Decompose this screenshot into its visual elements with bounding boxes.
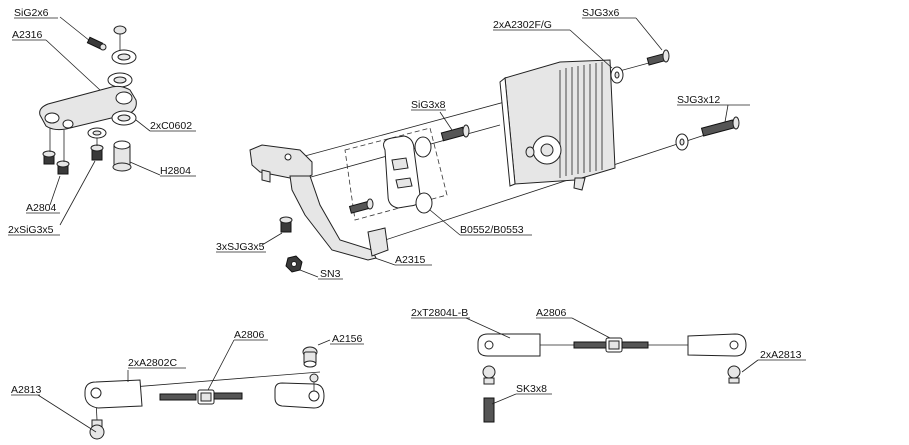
threaded-rod-right-a bbox=[573, 341, 607, 349]
turnbuckle-a2806-right bbox=[605, 337, 623, 353]
bracket-a2315 bbox=[249, 144, 389, 261]
label-sjg3x5-3: 3xSJG3x5 bbox=[216, 241, 265, 253]
insert-dashed-box bbox=[344, 127, 448, 221]
arm-a2316 bbox=[39, 85, 137, 131]
linkage-left-group: A2813 2xA2802C A2806 A2156 bbox=[11, 329, 364, 440]
screws-sig3x5 bbox=[42, 144, 104, 175]
label-a2802c: 2xA2802C bbox=[128, 357, 177, 369]
linkage-right-group: 2xT2804L-B SK3x8 A2806 2xA2 bbox=[411, 307, 806, 423]
turnbuckle-a2806-left bbox=[197, 389, 215, 405]
label-sk3x8: SK3x8 bbox=[516, 383, 547, 395]
nut-sn3 bbox=[285, 255, 303, 273]
label-c0602: 2xC0602 bbox=[150, 120, 192, 132]
label-b0552: B0552/B0553 bbox=[460, 224, 524, 236]
label-a2302fg: 2xA2302F/G bbox=[493, 19, 552, 31]
screw-sk3x8 bbox=[483, 397, 495, 423]
screw-insert bbox=[348, 198, 374, 214]
threaded-rod-left-b bbox=[213, 392, 243, 400]
label-sn3: SN3 bbox=[320, 268, 341, 280]
servo-body bbox=[499, 59, 616, 191]
screw-sjg3x6 bbox=[646, 49, 670, 66]
servo-mount-group: 2xA2302F/G SJG3x6 SJG3x12 SiG3x8 bbox=[216, 7, 750, 280]
ball-a2156 bbox=[302, 346, 318, 368]
threaded-rod-left-a bbox=[159, 393, 197, 401]
label-sig3x8: SiG3x8 bbox=[411, 99, 446, 111]
steering-arm-group: SiG2x6 A2316 2xC0602 bbox=[8, 7, 196, 236]
screw-sig3x8 bbox=[440, 124, 470, 142]
rod-end-t2804lb-left bbox=[477, 333, 541, 357]
label-a2156: A2156 bbox=[332, 333, 363, 345]
screw-sig2x6 bbox=[59, 16, 107, 51]
label-a2806-left: A2806 bbox=[234, 329, 265, 341]
ball-h2804 bbox=[112, 140, 132, 172]
label-a2813-right: 2xA2813 bbox=[760, 349, 802, 361]
label-a2315: A2315 bbox=[395, 254, 426, 266]
label-h2804: H2804 bbox=[160, 165, 191, 177]
insert-b0552 bbox=[383, 135, 433, 214]
screw-sjg3x5 bbox=[279, 216, 293, 233]
label-sjg3x12: SJG3x12 bbox=[677, 94, 720, 106]
ball-stud-right bbox=[482, 365, 496, 385]
rod-end-a2802c bbox=[84, 379, 143, 409]
rod-end-right bbox=[687, 333, 747, 384]
label-t2804lb: 2xT2804L-B bbox=[411, 307, 468, 319]
label-sig2x6: SiG2x6 bbox=[14, 7, 49, 19]
label-a2813-left: A2813 bbox=[11, 384, 42, 396]
rod-end-left-right bbox=[274, 373, 325, 409]
label-a2316: A2316 bbox=[12, 29, 43, 41]
label-a2806-right: A2806 bbox=[536, 307, 567, 319]
screw-sjg3x12 bbox=[700, 116, 740, 137]
label-sig3x5-2: 2xSiG3x5 bbox=[8, 224, 54, 236]
label-sjg3x6: SJG3x6 bbox=[582, 7, 620, 19]
threaded-rod-right-b bbox=[621, 341, 649, 349]
label-a2804: A2804 bbox=[26, 202, 57, 214]
